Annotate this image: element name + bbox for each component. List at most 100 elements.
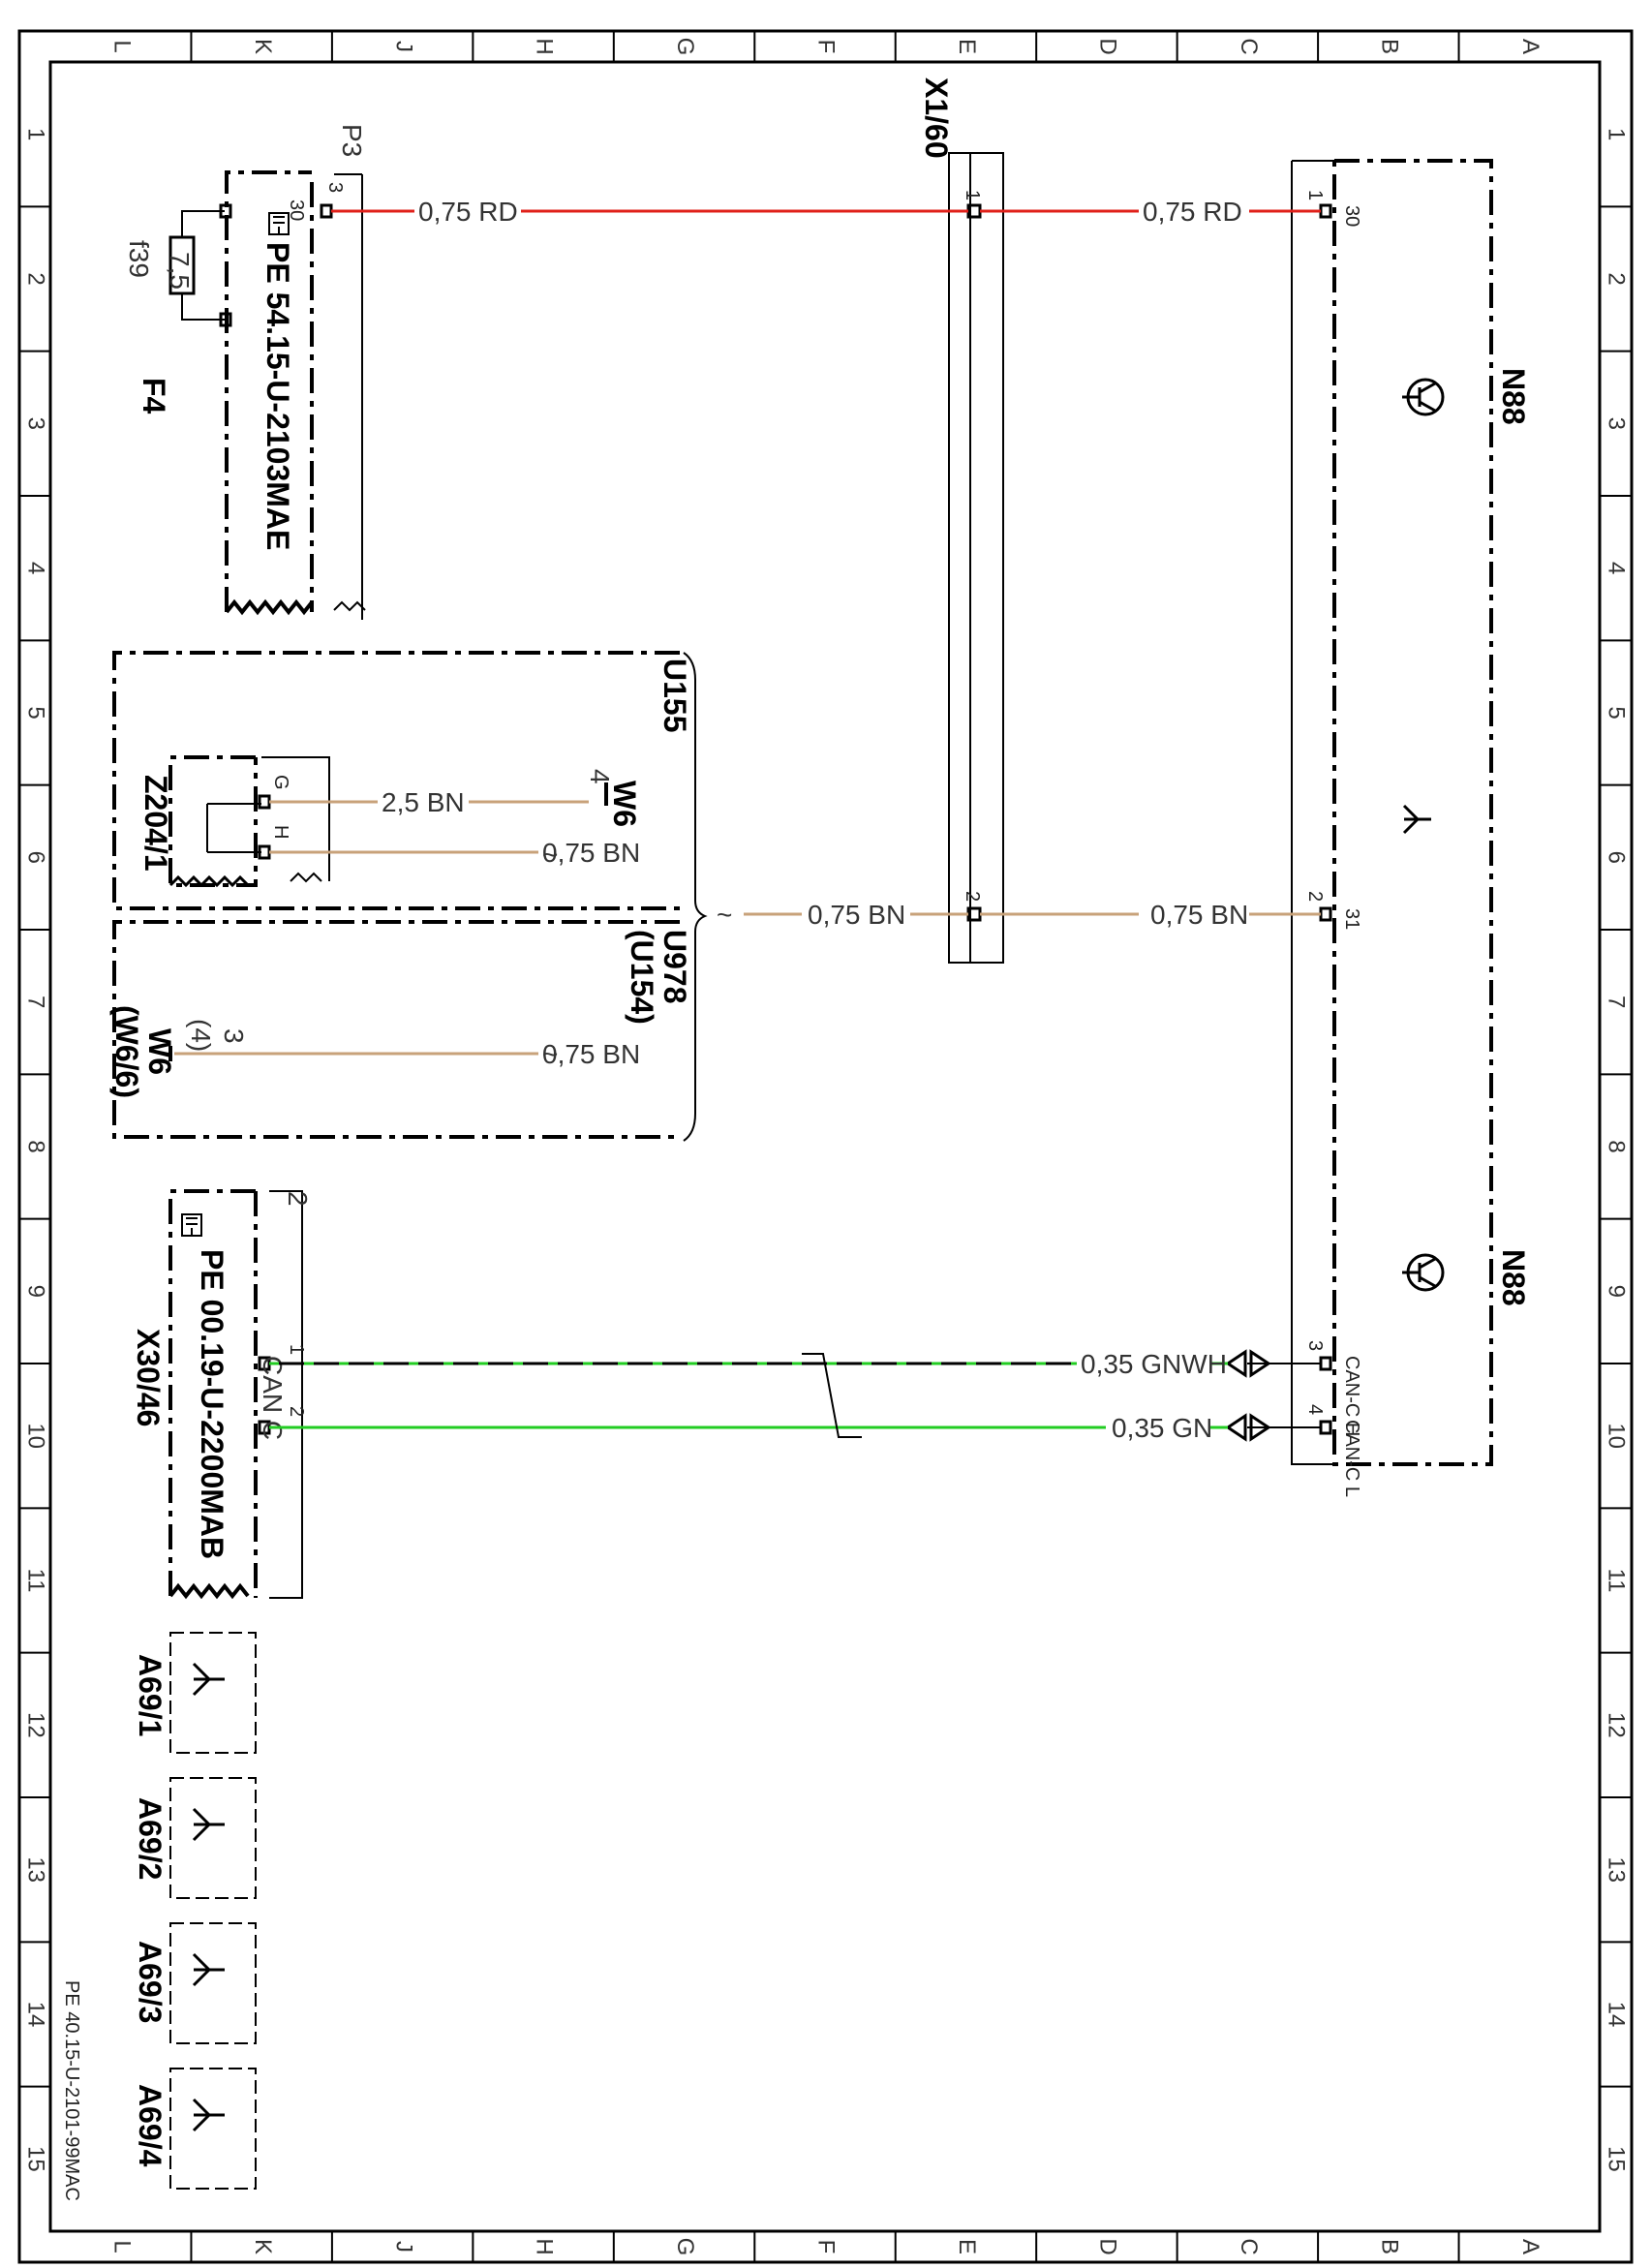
u155-name: U155 [657, 659, 692, 733]
grid-label: 5 [1604, 706, 1630, 719]
n88-pin-31: 31 [1341, 908, 1362, 930]
u978-w6-alt: (W6/6) [109, 1005, 144, 1098]
wire-continuation-mark: ~ [542, 1039, 558, 1069]
n88-pin-num-4: 4 [1304, 1404, 1326, 1415]
connector-x1-pin-1: 1 [962, 190, 983, 200]
grid-label: 14 [1604, 2002, 1630, 2028]
grid-label: G [672, 38, 698, 56]
sensor-a69-1: A69/1 [133, 1632, 257, 1754]
grid-label: 2 [23, 272, 49, 285]
wires: ~ ~ ~ [174, 209, 1321, 1442]
grid-label: 1 [1604, 128, 1630, 140]
antenna-icon [192, 1807, 225, 1842]
can-connector-icon [1225, 1349, 1271, 1378]
wire-labels: 0,75 RD 0,75 RD 2,5 BN 0,75 BN 0,75 BN 0… [382, 197, 1248, 1443]
z204-pin-h: H [270, 825, 291, 839]
connector-x1-pin-2: 2 [962, 891, 983, 902]
u155-w6: W6 [607, 781, 642, 827]
z204-name: Z204/1 [138, 775, 173, 872]
grid-label: 10 [23, 1423, 49, 1449]
grid-label: D [1095, 2238, 1121, 2254]
connector-x30-46: 1 2 2 CAN C PE 00.19-U-2200MAB X30/46 [131, 1189, 313, 1600]
fuse-block-ref: PE 54.15-U-2103MAE [260, 242, 295, 550]
n88-pin-30: 30 [1341, 205, 1362, 227]
wire-label-bn-mid-left: 0,75 BN [808, 900, 905, 930]
antenna-icon [192, 1662, 225, 1697]
n88-name-top: N88 [1496, 368, 1531, 425]
wire-label-can-h: 0,35 GNWH [1081, 1349, 1227, 1379]
wire-continuation-mark: ~ [717, 900, 732, 930]
u154-alt: (U154) [625, 930, 659, 1025]
sensor-name: A69/1 [133, 1654, 168, 1736]
fuse-pin-3: 3 [324, 182, 346, 193]
n88-pin-can-h: CAN-C H [1341, 1356, 1362, 1436]
grid-label: 9 [1604, 1285, 1630, 1298]
inner-frame [48, 60, 1602, 2233]
grid-label: B [1376, 2239, 1402, 2254]
grid-label: A [1517, 39, 1544, 54]
wire-label-bn-mid-right: 0,75 BN [1150, 900, 1248, 930]
wire-label-can-l: 0,35 GN [1112, 1413, 1212, 1443]
antenna-icon [1402, 804, 1431, 835]
x30-name: X30/46 [131, 1329, 166, 1426]
sensor-a69-3: A69/3 [133, 1922, 257, 2044]
grid-label: 7 [1604, 996, 1630, 1008]
u978-pin: 3 [219, 1028, 249, 1044]
fuse-label: f39 [124, 240, 154, 278]
z204-pin-g: G [270, 775, 291, 790]
grid-label: H [532, 38, 558, 54]
grid-label: 3 [23, 417, 49, 430]
grid-label: 4 [23, 562, 49, 574]
sensor-a69-4: A69/4 [133, 2068, 257, 2190]
sensor-name: A69/2 [133, 1797, 168, 1880]
grid-label: E [954, 2239, 980, 2254]
doc-id: PE 40.15-U-2101-99MAC [61, 1980, 82, 2201]
u155-w6-pin: 4 [585, 769, 615, 784]
grid-label: A [1517, 2239, 1544, 2254]
grid-label: 4 [1604, 562, 1630, 574]
n88-pin-can-l: CAN-C L [1341, 1420, 1362, 1497]
grid-label: 15 [23, 2146, 49, 2172]
fuse-rating: 7,5 [165, 252, 195, 290]
connector-p3: P3 [337, 124, 367, 157]
fuse-pin-30: 30 [286, 199, 307, 221]
grid-label: 14 [23, 2002, 49, 2028]
fuse-block-name: F4 [137, 378, 171, 414]
grid-label: 7 [23, 996, 49, 1008]
grid-label: 13 [23, 1856, 49, 1883]
grid-label: 15 [1604, 2146, 1630, 2172]
grid-label: K [250, 39, 276, 54]
grid-label: H [532, 2238, 558, 2254]
grid-label: J [390, 2241, 416, 2253]
wire-label-rd-left: 0,75 RD [418, 197, 518, 227]
grid-label: 11 [23, 1569, 49, 1593]
grid-label: 8 [1604, 1140, 1630, 1152]
sensor-a69-2: A69/2 [133, 1777, 257, 1899]
x30-ref: PE 00.19-U-2200MAB [195, 1249, 229, 1559]
u155-u978-group: U155 U978 (U154) G H Z204/1 W6 4 W6 (W6/… [109, 651, 708, 1142]
u978-pin-alt: (4) [186, 1019, 216, 1052]
grid-label: K [250, 2239, 276, 2254]
grid-ticks [19, 31, 1632, 2262]
sensor-name: A69/4 [133, 2084, 168, 2167]
grid-label: 10 [1604, 1423, 1630, 1449]
grid-label: 8 [23, 1140, 49, 1152]
grid-label: 11 [1604, 1569, 1630, 1593]
grid-label: 13 [1604, 1856, 1630, 1883]
x30-shield-no: 2 [283, 1191, 313, 1207]
reference-pointer-icon [268, 212, 290, 235]
transistor-icon [1402, 1253, 1445, 1292]
grid-label: 1 [23, 128, 49, 140]
antenna-icon [192, 2098, 225, 2132]
wire-label-bn-g: 2,5 BN [382, 787, 465, 817]
grid-label: F [813, 2240, 840, 2254]
sensor-group: A69/1 A69/2 A69/3 A69/4 [133, 1632, 257, 2190]
connector-x1-name: X1/60 [919, 77, 954, 159]
antenna-icon [192, 1952, 225, 1987]
grid-label: J [390, 41, 416, 52]
grid-label: L [108, 2240, 135, 2253]
grid-label: C [1236, 38, 1262, 54]
grid-label: F [813, 40, 840, 54]
